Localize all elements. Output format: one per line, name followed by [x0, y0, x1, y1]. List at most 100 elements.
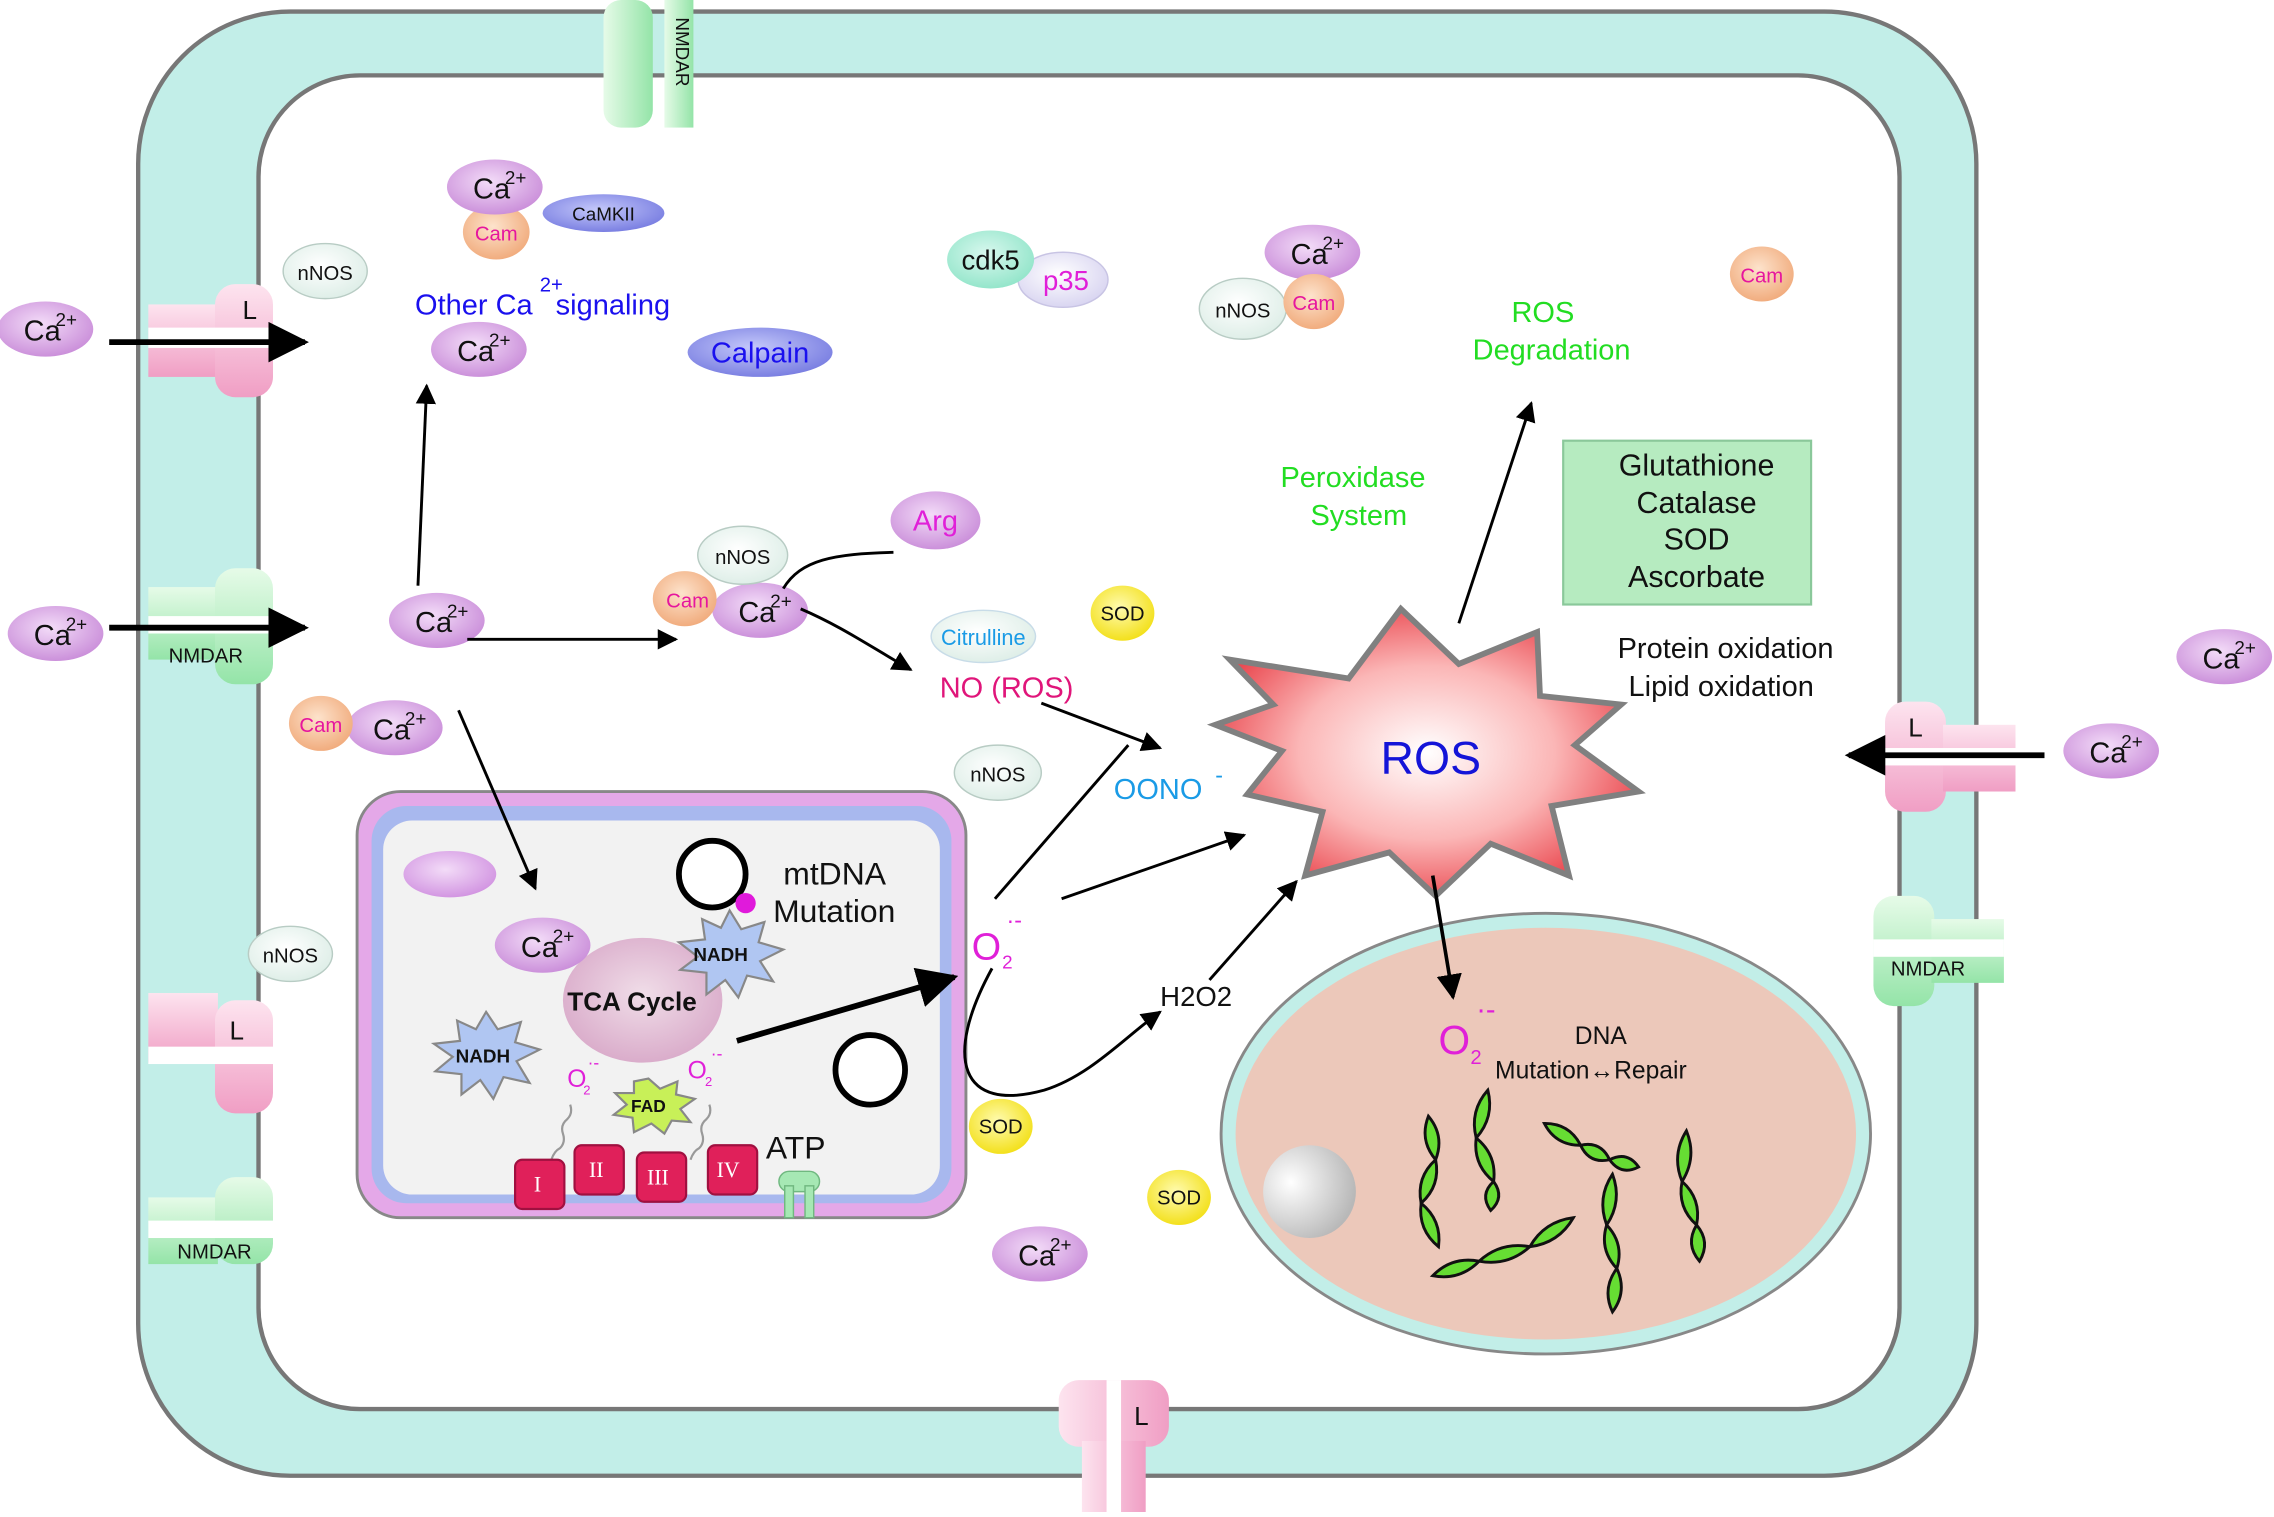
- arrow-nnos-to-arg: [782, 550, 894, 590]
- calcium-ion-charge: 2+: [553, 925, 574, 946]
- calcium-ion-shape: [0, 301, 94, 357]
- calcium-ion-shape: [2176, 629, 2273, 685]
- ca-ion-cytosol-bottom: Ca2+: [992, 1226, 1088, 1282]
- nucleolus: [1263, 1145, 1356, 1239]
- l-label-bottom: L: [1134, 1401, 1149, 1431]
- nadh-star-2: [430, 1009, 543, 1102]
- nmdar-label-left-bottom: NMDAR: [177, 1241, 251, 1263]
- arrow-no-to-oono: [1040, 701, 1163, 752]
- calcium-ion-shape: [992, 1226, 1088, 1282]
- mtdna-label: mtDNA: [783, 855, 886, 891]
- cam-complex-mid: [652, 571, 717, 627]
- ca-ion-nnos-complex: Ca2+: [712, 582, 808, 638]
- complex-iv: IV: [706, 1144, 759, 1196]
- calcium-ion-charge: 2+: [405, 708, 426, 729]
- o2-superscript: ·-: [588, 1052, 600, 1072]
- dna-strand: [1541, 1122, 1641, 1172]
- calcium-ion-shape: [7, 605, 104, 662]
- nnos-2: [953, 744, 1043, 801]
- calcium-ion-label: Ca: [415, 607, 453, 639]
- arrow-ca-to-mito: [457, 709, 538, 891]
- o2-superscript: ·-: [1476, 994, 1495, 1026]
- arrow-ros-to-nucleus: [1430, 875, 1462, 1000]
- arrows: [109, 321, 2045, 1097]
- calcium-ion-label: Ca: [2203, 643, 2241, 675]
- peroxidase-label-1: Peroxidase: [1280, 462, 1425, 494]
- nuclear-superoxide: O 2 ·-: [1439, 994, 1496, 1069]
- calcium-ion-label: Ca: [457, 336, 495, 368]
- ca-ion-extracellular-right-top: Ca2+: [2176, 629, 2273, 685]
- nmdar-label-left-mid: NMDAR: [169, 645, 243, 667]
- cam-left: [288, 695, 353, 751]
- cam-camkii-label: Cam: [475, 224, 518, 246]
- calcium-ion-label: Ca: [1018, 1241, 1056, 1273]
- l-label-left-bottom: L: [230, 1015, 245, 1045]
- antioxidant-glutathione: Glutathione: [1619, 448, 1775, 482]
- arg: [890, 491, 981, 550]
- atp-label: ATP: [766, 1129, 826, 1165]
- l-label-right: L: [1908, 712, 1923, 742]
- nadh-label-1: NADH: [693, 944, 747, 965]
- mito-particle: [403, 850, 497, 898]
- complex-iv-label: IV: [717, 1158, 740, 1182]
- nnos-complex-mid: [697, 525, 789, 585]
- other-ca-signaling-pre: Other Ca: [415, 290, 533, 322]
- o2-superscript: ·-: [711, 1044, 723, 1064]
- cam-complex-mid-label: Cam: [666, 590, 709, 612]
- ca-ion-extracellular-left-top: Ca2+: [0, 301, 94, 357]
- dna-segment: [1606, 1265, 1623, 1315]
- calcium-ion-charge: 2+: [1050, 1234, 1071, 1255]
- o2-symbol: O: [688, 1058, 707, 1085]
- antioxidant-sod: SOD: [1664, 522, 1730, 556]
- dna-strand: [1601, 1171, 1623, 1315]
- cam-standalone-label: Cam: [1740, 266, 1783, 288]
- arrow-o2-to-oono: [993, 744, 1130, 900]
- p35-label: p35: [1043, 265, 1089, 296]
- mito-superoxide-right: O 2 ·-: [688, 1044, 723, 1089]
- cam-complex-top: [1283, 273, 1345, 330]
- ros-degradation-label-2: Degradation: [1473, 335, 1631, 367]
- calcium-ion-charge: 2+: [447, 601, 468, 622]
- nnos-2-label: nNOS: [970, 764, 1025, 786]
- calcium-ion-charge: 2+: [2234, 637, 2255, 658]
- calcium-ion-shape: [1264, 224, 1361, 280]
- arrow-mito-o2-out: [736, 967, 959, 1044]
- nadh-label-2: NADH: [456, 1046, 510, 1067]
- arrow-o2-to-ros: [1061, 831, 1247, 901]
- nnos-3-label: nNOS: [263, 946, 318, 968]
- fad-star: [611, 1077, 698, 1136]
- dna-segment: [1484, 1179, 1501, 1213]
- electron-squiggle-2: [689, 1104, 712, 1161]
- calcium-ion-label: Ca: [521, 932, 559, 964]
- calcium-ion-label: Ca: [738, 597, 776, 629]
- dna-strands: [1418, 1087, 1706, 1315]
- peroxidase-label-2: System: [1310, 500, 1407, 532]
- complex-ii: II: [573, 1144, 625, 1196]
- ca-ion-signaling: Ca2+: [431, 321, 527, 377]
- ros-degradation-label-1: ROS: [1511, 297, 1574, 329]
- calcium-ions: Ca2+Ca2+Ca2+Ca2+Ca2+Ca2+Ca2+Ca2+Ca2+Ca2+…: [0, 159, 2273, 1282]
- complex-iii-label: III: [647, 1165, 669, 1189]
- citrulline-label: Citrulline: [941, 625, 1026, 650]
- o2-subscript: 2: [1002, 951, 1012, 972]
- dna-strand: [1429, 1215, 1577, 1279]
- cdk5: [947, 230, 1035, 289]
- other-ca-signaling-post: signaling: [556, 290, 670, 322]
- h2o2-label: H2O2: [1160, 981, 1232, 1012]
- calcium-ion-shape: [431, 321, 527, 377]
- l-label-left-top: L: [243, 295, 258, 325]
- dna-segment: [1607, 1155, 1641, 1172]
- calcium-ion-shape: [346, 700, 443, 756]
- calcium-ion-label: Ca: [24, 316, 62, 348]
- arrow-o2-to-h2o2: [963, 967, 1162, 1097]
- arrow-h2o2-to-ros: [1208, 879, 1298, 981]
- cam-complex-top-label: Cam: [1292, 293, 1335, 315]
- calpain: [687, 327, 833, 377]
- mtdna-mutation-label: Mutation: [773, 893, 895, 929]
- o2-subscript: 2: [583, 1082, 590, 1097]
- atp-synthase: [778, 1170, 821, 1219]
- calcium-ion-label: Ca: [2089, 738, 2127, 770]
- o2-symbol: O: [1439, 1017, 1471, 1063]
- nnos-3: [247, 925, 334, 983]
